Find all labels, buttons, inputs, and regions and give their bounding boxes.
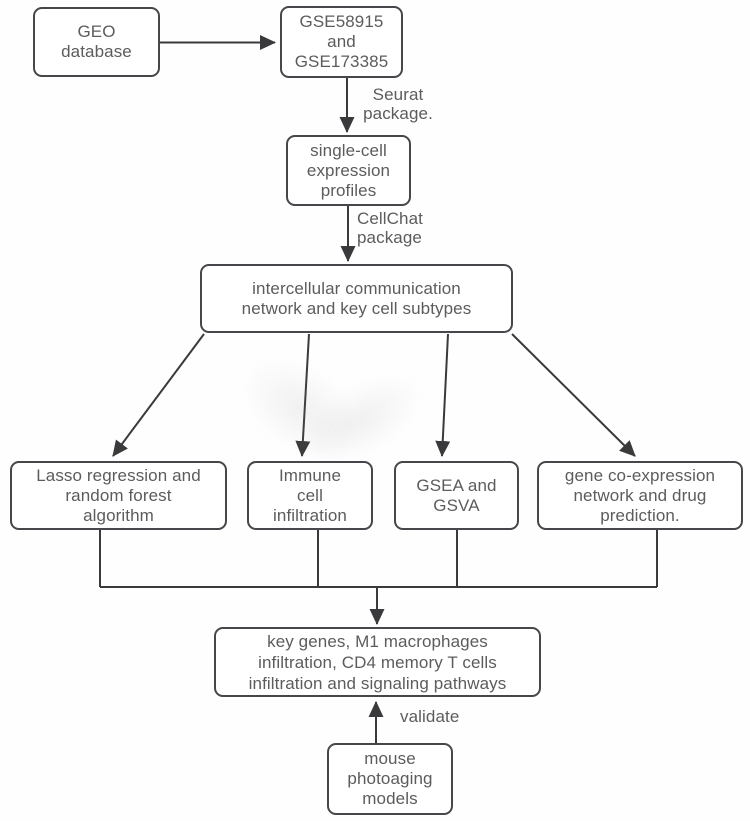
- node-geo-database: GEO database: [33, 7, 160, 77]
- node-single-cell-profiles: single-cell expression profiles: [286, 135, 411, 206]
- edge-label-validate: validate: [400, 707, 460, 726]
- node-coexpression-drug: gene co-expression network and drug pred…: [537, 461, 743, 530]
- arrow-network-to-coexpression: [511, 333, 636, 457]
- node-mouse-models: mouse photoaging models: [327, 743, 453, 815]
- arrow-network-to-lasso: [112, 333, 205, 457]
- node-gse-datasets: GSE58915 and GSE173385: [280, 6, 403, 78]
- node-lasso-random-forest: Lasso regression and random forest algor…: [10, 461, 227, 530]
- arrow-network-to-gsea: [435, 333, 451, 457]
- node-intercellular-network: intercellular communication network and …: [200, 264, 513, 333]
- node-gsea-gsva: GSEA and GSVA: [394, 461, 519, 530]
- edge-label-cellchat: CellChat package: [357, 209, 423, 247]
- edge-label-seurat: Seurat package.: [363, 85, 433, 123]
- node-immune-infiltration: Immune cell infiltration: [247, 461, 373, 530]
- node-key-genes-pathways: key genes, M1 macrophages infiltration, …: [214, 627, 541, 697]
